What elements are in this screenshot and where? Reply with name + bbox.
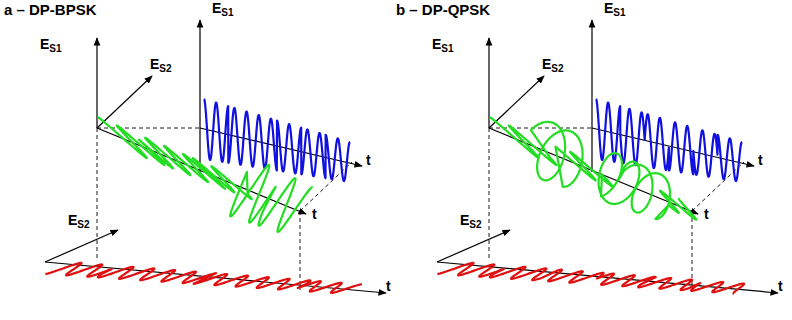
axis-label: ES1 xyxy=(40,36,62,52)
subscript: S2 xyxy=(551,63,563,74)
symbol: E xyxy=(68,212,77,228)
symbol: E xyxy=(212,0,221,16)
subscript: S1 xyxy=(613,7,625,18)
axis-label: ES2 xyxy=(150,56,172,72)
waves xyxy=(45,99,744,294)
polarization-wave xyxy=(98,117,313,232)
subscript: S2 xyxy=(159,63,171,74)
axis-label: ES1 xyxy=(212,0,234,16)
axis-label: t xyxy=(778,278,783,294)
panel-title: a – DP-BPSK xyxy=(4,2,97,18)
symbol: E xyxy=(542,56,551,72)
subscript: S2 xyxy=(77,219,89,230)
subscript: S1 xyxy=(221,7,233,18)
axis-label: ES1 xyxy=(604,0,626,16)
symbol: E xyxy=(604,0,613,16)
axis-label: ES2 xyxy=(68,212,90,228)
es1-wave xyxy=(204,99,350,181)
axes xyxy=(437,20,778,293)
axis-label: t xyxy=(758,152,763,168)
subscript: S2 xyxy=(469,219,481,230)
subscript: S1 xyxy=(441,43,453,54)
axis-label: ES2 xyxy=(460,212,482,228)
axes xyxy=(45,20,386,293)
es2-wave xyxy=(45,263,362,293)
es2-wave xyxy=(437,263,744,294)
axis-label: t xyxy=(386,278,391,294)
panel-title: b – DP-QPSK xyxy=(396,2,490,18)
symbol: E xyxy=(432,36,441,52)
axis-label: ES1 xyxy=(432,36,454,52)
subscript: S1 xyxy=(49,43,61,54)
axis-label: t xyxy=(312,206,317,222)
axis-label: t xyxy=(366,152,371,168)
axis-label: ES2 xyxy=(542,56,564,72)
polarization-wave xyxy=(490,117,696,219)
axis-label: t xyxy=(704,206,709,222)
symbol: E xyxy=(150,56,159,72)
symbol: E xyxy=(460,212,469,228)
es1-wave xyxy=(596,99,742,181)
symbol: E xyxy=(40,36,49,52)
